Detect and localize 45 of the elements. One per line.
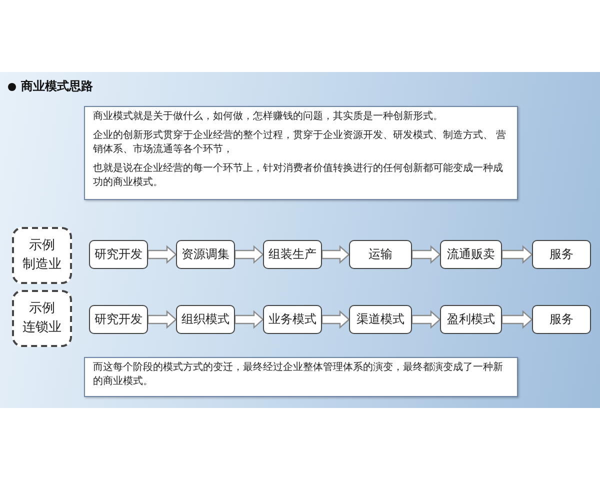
note-box <box>84 357 518 397</box>
process-box <box>89 240 148 269</box>
block-arrow <box>234 310 264 329</box>
step-label: 服务 <box>550 311 574 328</box>
step-label: 组织模式 <box>182 311 230 328</box>
step-label: 组装生产 <box>268 246 316 263</box>
section-title: 商业模式思路 <box>21 78 93 95</box>
note-paragraph: 也就是说在企业经营的每一个环节上，针对消费者价值转换进行的任何创新都可能变成一种成功的商业模式。 <box>93 162 504 190</box>
note-paragraph: 企业的创新形式贯穿于企业经营的整个过程，贯穿于企业资源开发、研发模式、制造方式、 营销体系、市场流通等各个环节， <box>93 129 508 157</box>
example-box <box>12 290 72 347</box>
block-arrow <box>321 310 350 329</box>
process-box <box>89 305 148 334</box>
step-label: 资源调集 <box>182 246 230 263</box>
process-box <box>440 240 502 269</box>
block-arrow <box>147 310 177 329</box>
example-label: 示例制造业 <box>22 236 62 274</box>
note-paragraph: 商业模式就是关于做什么，如何做，怎样赚钱的问题，其实质是一种创新形式。 <box>93 110 444 124</box>
block-arrow <box>411 245 441 264</box>
step-label: 研究开发 <box>94 311 142 328</box>
note-box <box>84 106 518 200</box>
process-box <box>263 305 322 334</box>
example-box <box>12 227 72 284</box>
step-label: 流通贩卖 <box>447 246 495 263</box>
step-label: 盈利模式 <box>447 311 495 328</box>
step-label: 运输 <box>368 246 392 263</box>
example-label: 示例连锁业 <box>22 300 62 336</box>
process-box <box>349 305 412 334</box>
block-arrow <box>321 245 350 264</box>
step-label: 服务 <box>550 246 574 263</box>
process-box <box>263 240 322 269</box>
step-label: 研究开发 <box>94 246 142 263</box>
block-arrow <box>147 245 177 264</box>
block-arrow <box>411 310 441 329</box>
process-box <box>349 240 412 269</box>
process-box <box>440 305 502 334</box>
process-box <box>532 305 591 334</box>
process-box <box>532 240 591 269</box>
process-box <box>176 240 235 269</box>
process-box <box>176 305 235 334</box>
step-label: 业务模式 <box>268 311 316 328</box>
step-label: 渠道模式 <box>356 311 404 328</box>
block-arrow <box>501 245 533 264</box>
block-arrow <box>501 310 533 329</box>
block-arrow <box>234 245 264 264</box>
note-paragraph: 而这每个阶段的模式方式的变迁，最终经过企业整体管理体系的演变，最终都演变成了一种新的商业模式。 <box>93 361 504 389</box>
